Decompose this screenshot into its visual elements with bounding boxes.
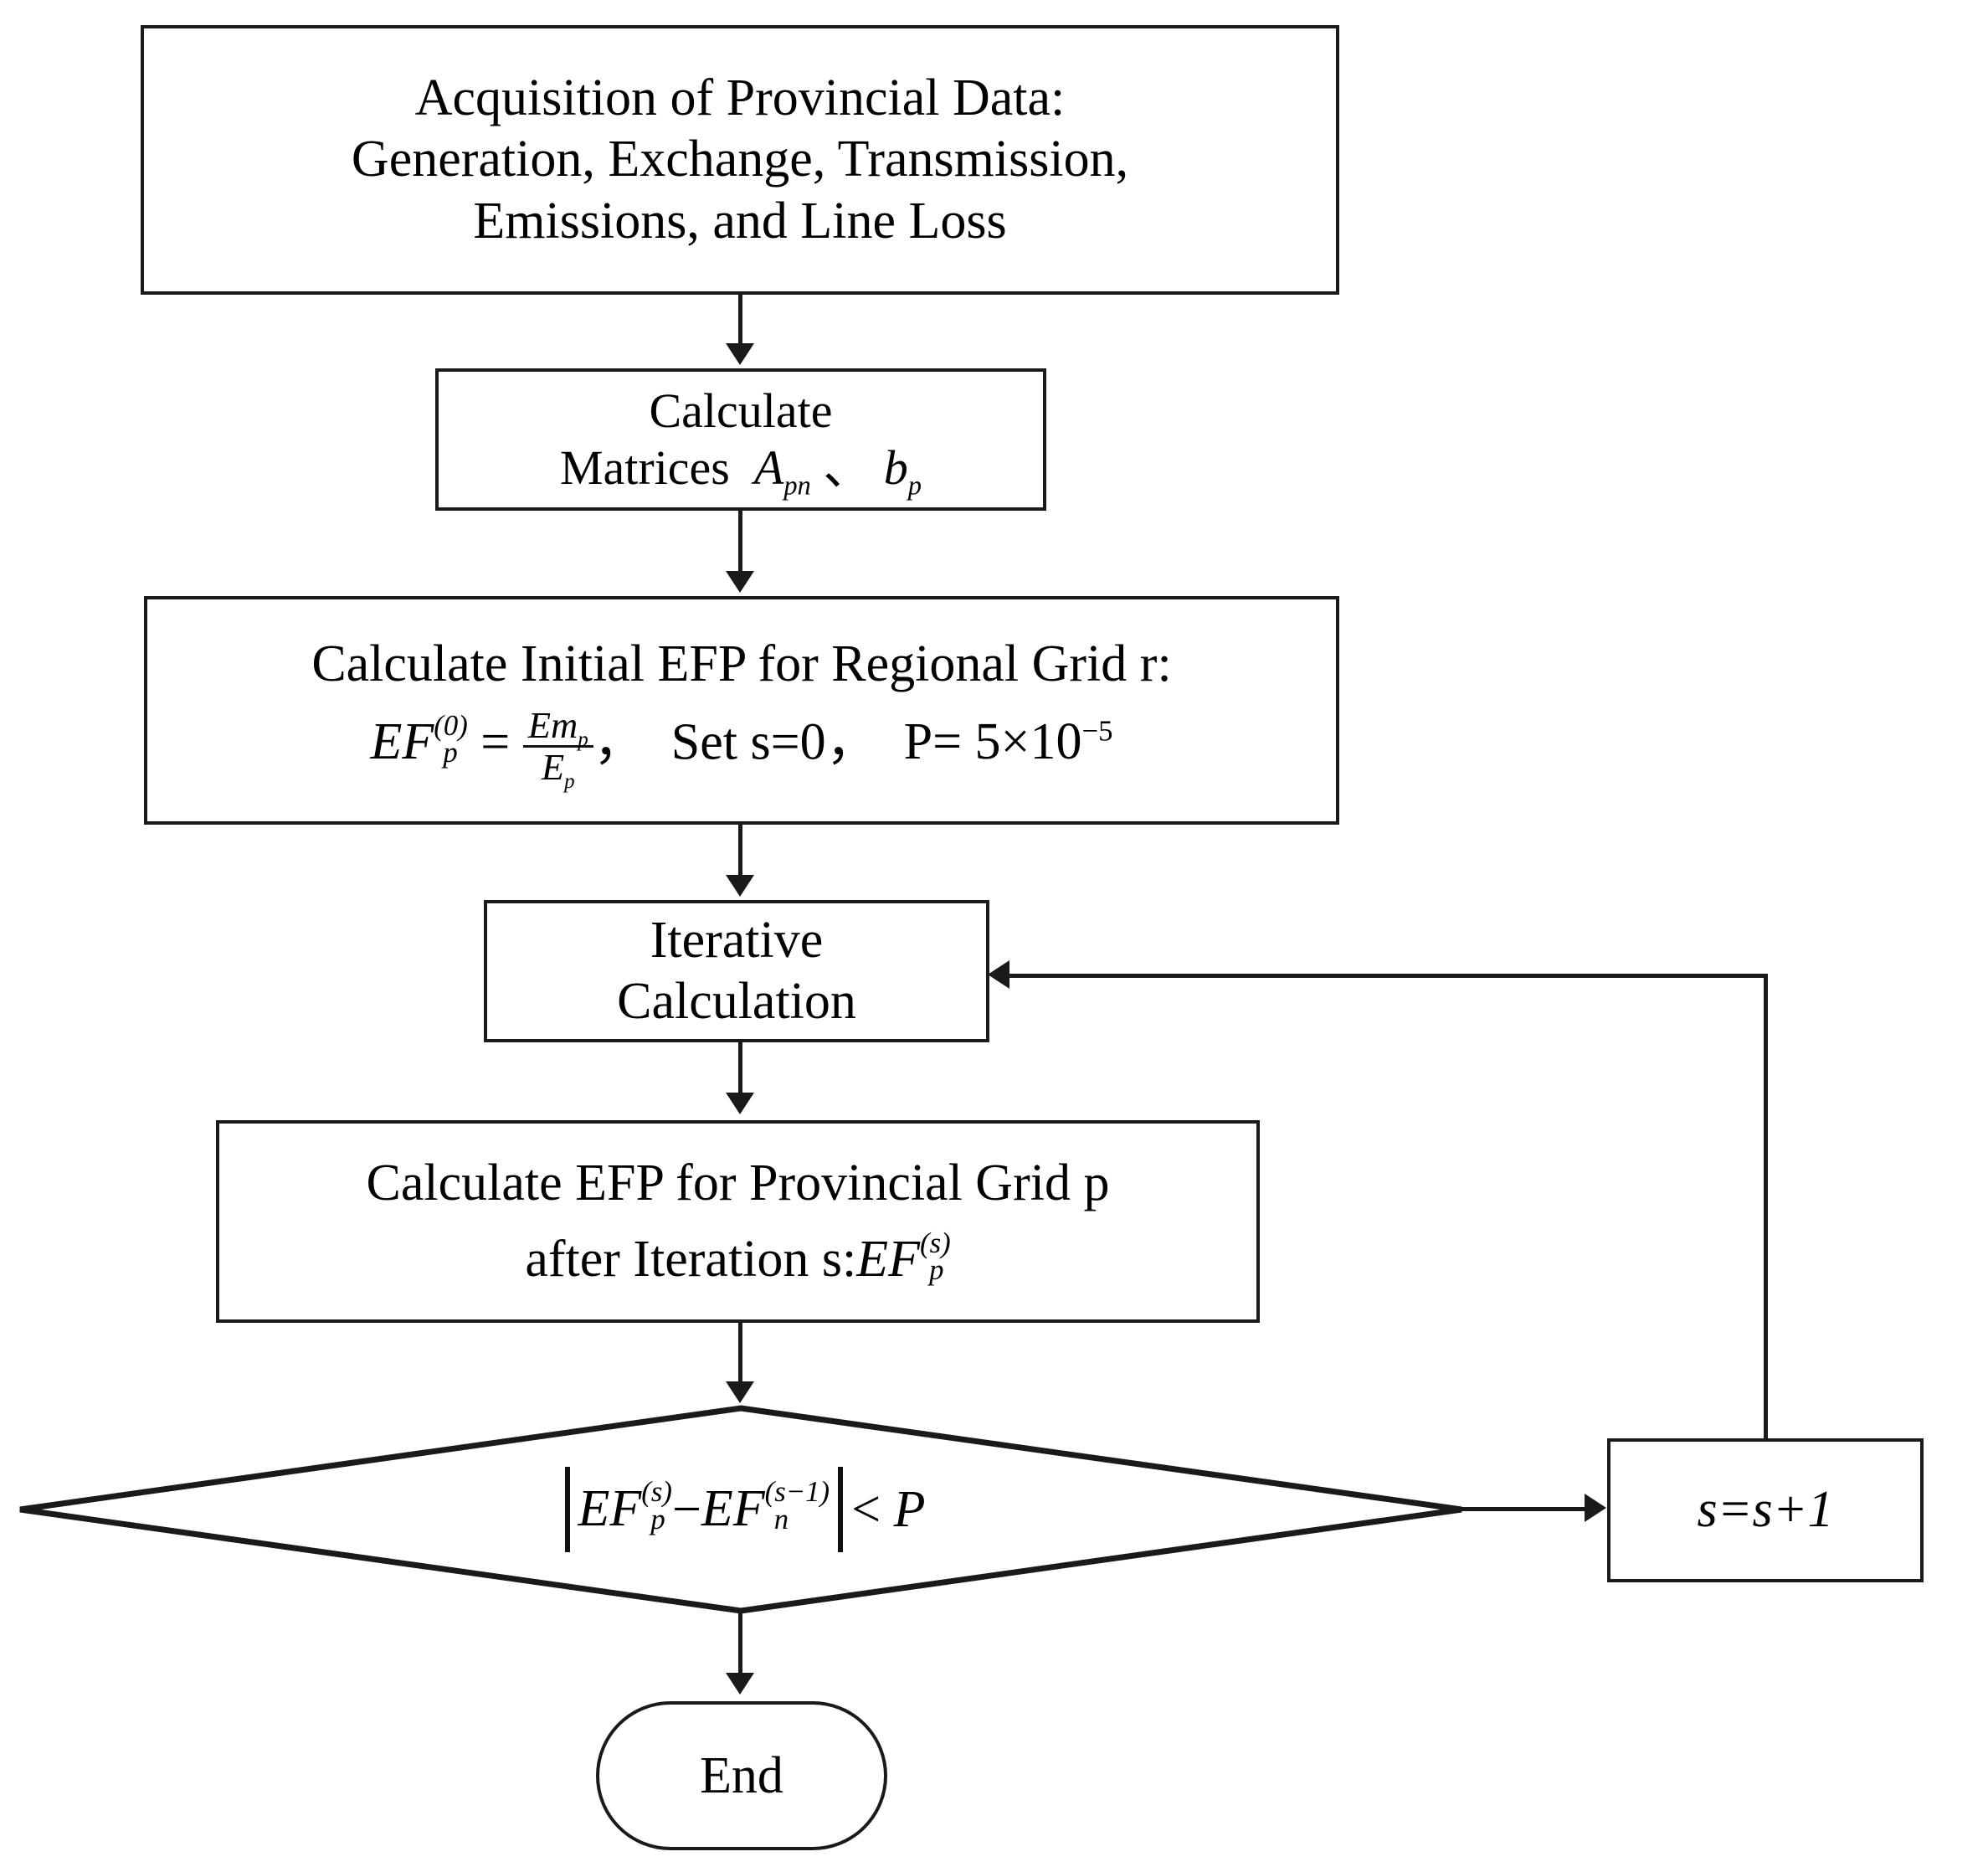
node-calculate-matrices[interactable]: Calculate Matrices Apn 、 bp — [435, 368, 1046, 511]
acquisition-line-2: Generation, Exchange, Transmission, — [351, 131, 1129, 188]
arrowhead-acquisition-to-matrices — [726, 343, 754, 365]
initial-efp-formula: EF(0)p = Emp Ep ， Set s=0， P= 5×10−5 — [370, 703, 1113, 792]
edge-decision-to-increment — [1461, 1507, 1587, 1511]
node-decision-convergence[interactable]: EF(s)p − EF(s−1)n < P — [17, 1405, 1465, 1614]
decision-comparator: < — [851, 1480, 881, 1538]
arrowhead-calc-efp-to-decision — [726, 1381, 754, 1403]
arrowhead-decision-to-increment — [1585, 1494, 1606, 1522]
node-acquisition-of-provincial-data[interactable]: Acquisition of Provincial Data: Generati… — [141, 25, 1339, 295]
decision-term-2: EF(s−1)n — [701, 1475, 830, 1537]
initial-efp-lhs: EF(0)p — [370, 708, 468, 771]
matrices-line-2: Matrices Apn 、 bp — [559, 440, 922, 501]
node-calculate-initial-efp[interactable]: Calculate Initial EFP for Regional Grid … — [144, 596, 1339, 825]
calc-efp-variable: EF(s)p — [856, 1226, 951, 1288]
matrix-a-symbol: Apn — [753, 440, 811, 501]
matrices-line-1: Calculate — [649, 383, 833, 438]
edge-decision-to-end — [738, 1612, 742, 1674]
edge-matrices-to-initial-efp — [738, 511, 742, 574]
matrix-b-symbol: bp — [883, 440, 922, 501]
decision-expression: EF(s)p − EF(s−1)n < P — [17, 1405, 1465, 1614]
diamond-shape — [19, 1405, 1462, 1614]
arrowhead-matrices-to-initial-efp — [726, 571, 754, 593]
initial-efp-set-s: Set s=0 — [670, 713, 826, 771]
edge-calc-efp-to-decision — [738, 1323, 742, 1383]
iterative-line-2: Calculation — [617, 973, 856, 1030]
acquisition-line-1: Acquisition of Provincial Data: — [414, 69, 1066, 127]
decision-term-1: EF(s)p — [578, 1475, 672, 1537]
node-increment-s[interactable]: s=s+1 — [1607, 1438, 1924, 1582]
initial-efp-line-1: Calculate Initial EFP for Regional Grid … — [311, 635, 1172, 692]
edge-increment-feedback-horizontal — [1009, 974, 1766, 978]
calc-efp-prefix: after Iteration s: — [525, 1231, 857, 1288]
edge-increment-feedback-vertical — [1764, 974, 1768, 1440]
node-iterative-calculation[interactable]: Iterative Calculation — [484, 900, 989, 1042]
decision-threshold: P — [893, 1480, 926, 1538]
arrowhead-initial-efp-to-iterative — [726, 875, 754, 897]
end-label: End — [700, 1746, 783, 1804]
matrices-label: Matrices — [559, 440, 730, 495]
arrowhead-feedback-to-iterative — [988, 960, 1009, 989]
fraction-numerator: Emp — [527, 703, 588, 751]
increment-label: s=s+1 — [1697, 1481, 1834, 1539]
initial-efp-comma-1: ， — [593, 713, 645, 771]
edge-acquisition-to-matrices — [738, 295, 742, 347]
calc-efp-line-2: after Iteration s:EF(s)p — [525, 1226, 951, 1290]
initial-efp-comma-2: ， — [825, 713, 878, 771]
abs-bar-open — [564, 1466, 570, 1553]
initial-efp-threshold: P= 5×10−5 — [903, 713, 1113, 771]
calc-efp-line-1: Calculate EFP for Provincial Grid p — [366, 1154, 1110, 1211]
arrowhead-iterative-to-calc-efp — [726, 1093, 754, 1114]
node-end[interactable]: End — [596, 1701, 887, 1850]
initial-efp-fraction: Emp Ep — [522, 703, 593, 792]
initial-efp-equals: = — [480, 713, 511, 771]
iterative-line-1: Iterative — [650, 911, 824, 969]
arrowhead-decision-to-end — [726, 1673, 754, 1695]
decision-minus: − — [671, 1480, 701, 1538]
abs-bar-close — [838, 1466, 844, 1553]
edge-iterative-to-calc-efp — [738, 1042, 742, 1096]
edge-initial-efp-to-iterative — [738, 825, 742, 878]
fraction-denominator: Ep — [522, 744, 593, 792]
acquisition-line-3: Emissions, and Line Loss — [473, 192, 1007, 249]
matrices-separator: 、 — [823, 440, 872, 495]
node-calculate-efp-provincial[interactable]: Calculate EFP for Provincial Grid p afte… — [216, 1120, 1260, 1323]
